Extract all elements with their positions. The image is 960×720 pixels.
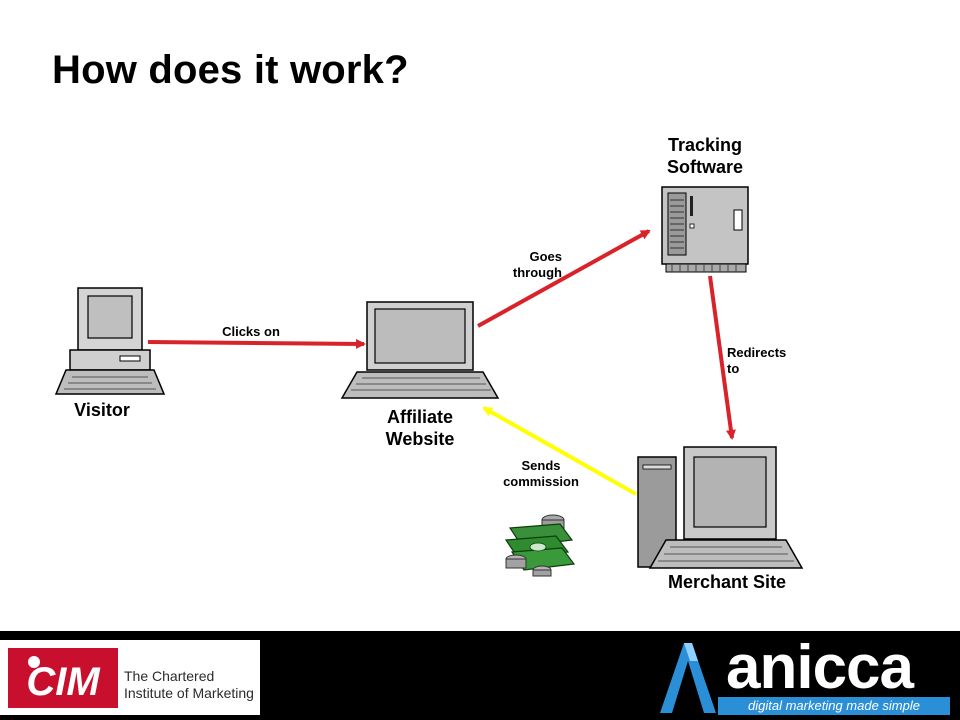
tracking-software-label: Tracking Software [666, 135, 744, 177]
arrow-redirects-to [708, 275, 736, 440]
anicca-logo-mark [660, 643, 716, 713]
arrow-clicks-on [147, 338, 366, 349]
clicks-on-label: Clicks on [222, 324, 280, 339]
anicca-logo-word: anicca [726, 633, 914, 702]
cim-logo: CIM The Chartered Institute of Marketing [0, 640, 260, 715]
cim-name-line2: Institute of Marketing [124, 685, 254, 701]
diagram-canvas [54, 186, 804, 577]
visitor-computer-icon [54, 287, 166, 395]
tracking-server-icon [661, 186, 749, 273]
merchant-site-label: Merchant Site [667, 572, 787, 592]
visitor-label: Visitor [74, 400, 130, 420]
affiliate-laptop-icon [340, 301, 500, 399]
cim-name: The Chartered Institute of Marketing [124, 668, 254, 702]
merchant-computer-icon [637, 446, 804, 569]
money-icon [504, 514, 576, 577]
goes-through-label: Goes through [512, 249, 562, 280]
anicca-tagline: digital marketing made simple [718, 697, 950, 715]
slide-title: How does it work? [52, 48, 409, 92]
arrow-sends-commission [482, 406, 637, 496]
arrow-goes-through [477, 229, 651, 328]
cim-name-line1: The Chartered [124, 668, 215, 684]
affiliate-website-label: Affiliate Website [385, 407, 455, 449]
cim-logo-letters: CIM [26, 660, 101, 704]
cim-logo-mark: CIM [8, 648, 118, 708]
footer-bar: CIM The Chartered Institute of Marketing… [0, 631, 960, 720]
sends-commission-label: Sends commission [503, 458, 579, 489]
redirects-to-label: Redirects to [727, 345, 787, 376]
